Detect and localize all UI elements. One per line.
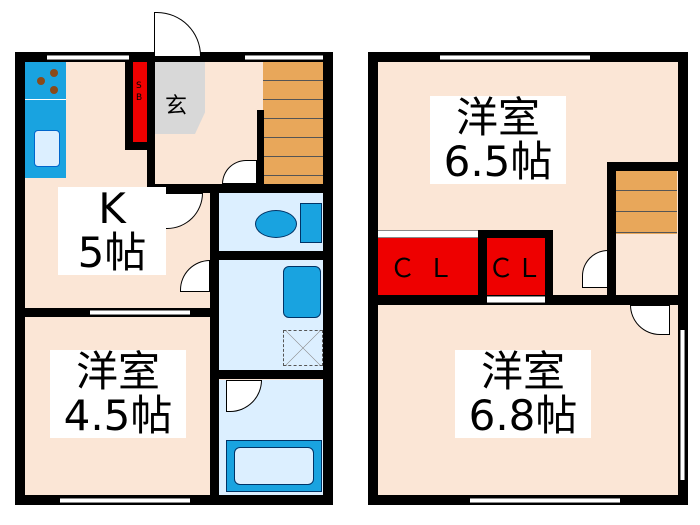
wall [678, 52, 688, 505]
shoe-box-label: SB [136, 81, 143, 103]
wall [147, 140, 155, 192]
closet-2[interactable]: ＣＬ [487, 238, 545, 295]
wall [478, 230, 553, 238]
wall [147, 184, 333, 193]
wall [15, 52, 333, 62]
window [440, 55, 590, 60]
toilet-tank [300, 203, 322, 243]
shoe-box [133, 62, 147, 142]
western-room-4-5-label: 洋室 4.5帖 [50, 349, 186, 439]
staircase-left [263, 62, 325, 184]
closet-door[interactable] [487, 296, 545, 303]
window [90, 310, 190, 315]
toilet-icon [255, 210, 297, 238]
staircase-right [615, 170, 677, 234]
wall [368, 52, 378, 505]
door[interactable] [582, 250, 608, 288]
closet-door[interactable] [378, 230, 478, 238]
western-room-6-5-label: 洋室 6.5帖 [430, 95, 566, 185]
window [470, 498, 620, 503]
genkan-label: 玄 [165, 94, 188, 119]
window [60, 498, 190, 503]
washbasin-icon [283, 266, 321, 318]
wall [210, 370, 333, 379]
wall [15, 52, 25, 505]
burner-icon [37, 77, 45, 85]
western-room-6-8-label: 洋室 6.8帖 [455, 349, 591, 439]
sink [34, 130, 60, 167]
kitchen-label: K 5帖 [58, 186, 166, 276]
drain-icon [283, 330, 323, 366]
wall [478, 230, 487, 300]
wall [607, 162, 616, 302]
window [47, 55, 129, 60]
wall [210, 184, 219, 505]
wall [210, 251, 333, 260]
window [680, 330, 685, 480]
wall [323, 52, 333, 505]
stove [24, 62, 66, 100]
bathtub-inner [234, 447, 314, 485]
wall [545, 230, 553, 300]
closet-1[interactable]: ＣＬ [377, 238, 478, 295]
burner-icon [50, 86, 58, 94]
burner-icon [50, 69, 58, 77]
entrance-door[interactable] [154, 12, 201, 56]
wall [607, 162, 688, 171]
genkan [155, 62, 205, 134]
wall [257, 110, 264, 190]
window [245, 55, 323, 60]
